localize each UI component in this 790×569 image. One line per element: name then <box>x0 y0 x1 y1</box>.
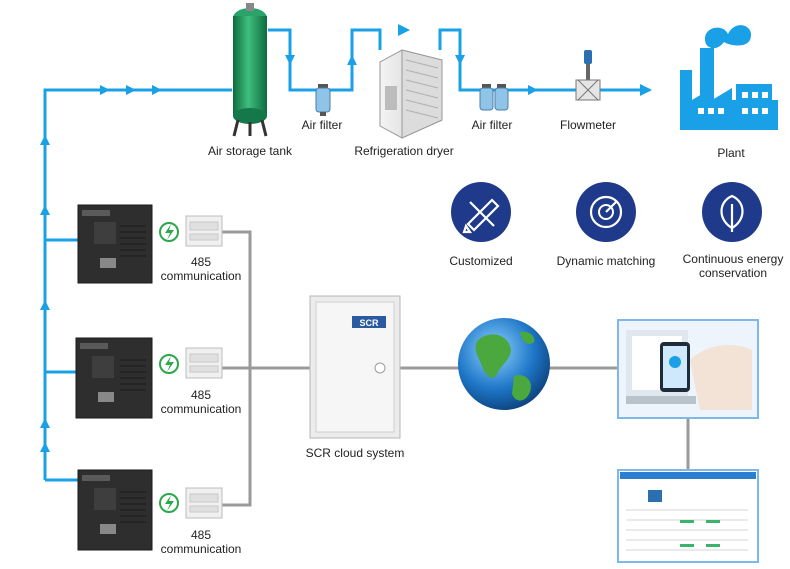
compressor-2-comm-text: communication <box>160 402 242 416</box>
communication-module-3 <box>185 487 223 519</box>
compressor-3-comm-text: communication <box>160 542 242 556</box>
laptop-app-image <box>617 319 759 419</box>
customized-icon <box>451 182 511 242</box>
compressor-3-comm-number: 485 <box>190 528 212 542</box>
flowmeter-label: Flowmeter <box>559 118 616 132</box>
leaf-icon <box>702 182 762 242</box>
compressor-2-comm-number: 485 <box>190 388 212 402</box>
refrigeration-dryer <box>379 49 443 139</box>
air-filter-2-label: Air filter <box>471 118 513 132</box>
scr-logo-text: SCR <box>359 318 379 328</box>
air-storage-tank <box>232 3 268 137</box>
flow-arrows <box>40 24 652 452</box>
communication-module-1 <box>185 215 223 247</box>
communication-module-2 <box>185 347 223 379</box>
air-pipeline <box>43 28 650 482</box>
plant-icon <box>680 25 778 130</box>
refrigeration-dryer-label: Refrigeration dryer <box>354 144 454 158</box>
dashboard-screenshot <box>617 469 759 563</box>
scr-cloud-label: SCR cloud system <box>305 446 405 460</box>
flowmeter <box>575 50 601 101</box>
air-filter-1-label: Air filter <box>301 118 343 132</box>
tank-to-dryer-pipe <box>268 28 382 92</box>
feature-dynamic-matching-label: Dynamic matching <box>556 254 656 268</box>
globe-icon <box>458 318 550 410</box>
air-filter-1 <box>315 84 331 116</box>
communication-icon-2 <box>159 354 179 374</box>
gauge-icon <box>576 182 636 242</box>
scr-cloud-box: SCR <box>309 295 401 439</box>
feature-energy-conservation-label: Continuous energy conservation <box>682 252 784 280</box>
dryer-to-plant-pipe <box>438 28 650 92</box>
communication-icon-1 <box>159 222 179 242</box>
signal-lines <box>222 230 690 507</box>
feature-customized-label: Customized <box>449 254 513 268</box>
communication-icon-3 <box>159 493 179 513</box>
compressor-1-comm-number: 485 <box>190 255 212 269</box>
air-filter-2 <box>479 84 509 111</box>
compressor-1-comm-text: communication <box>160 269 242 283</box>
main-riser-pipe <box>43 88 232 480</box>
air-storage-tank-label: Air storage tank <box>207 144 293 158</box>
air-compressor-1 <box>77 204 153 284</box>
air-compressor-2 <box>75 337 153 419</box>
plant-label: Plant <box>717 146 745 160</box>
air-compressor-3 <box>77 469 153 551</box>
